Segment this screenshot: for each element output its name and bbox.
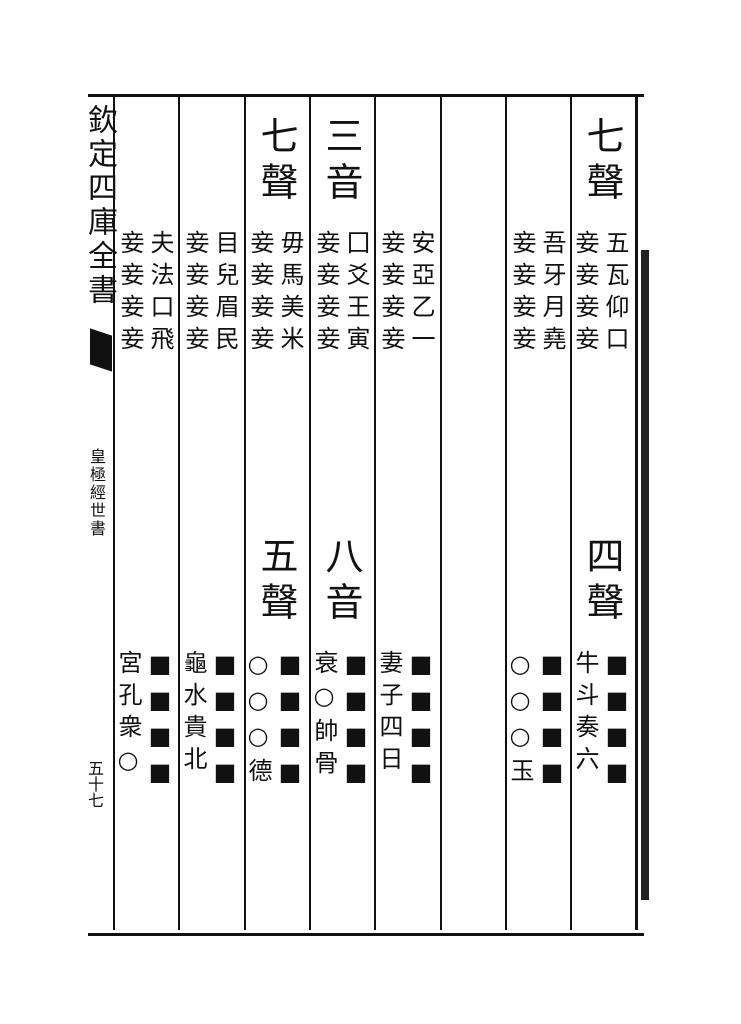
top-col6-heading: 七聲	[254, 116, 298, 208]
top-col2-row2: 妾妾妾妾	[508, 230, 536, 358]
column-rule	[570, 96, 572, 930]
margin-page-number: 五十七	[85, 760, 104, 808]
bottom-col2-row2: ○○○玉	[506, 650, 534, 790]
column-rule	[244, 96, 246, 930]
top-col6-row2: 妾妾妾妾	[246, 230, 274, 358]
column-rule	[309, 96, 311, 930]
bottom-col7-row1: ■■■■	[211, 650, 239, 794]
top-col1-heading: 七聲	[580, 116, 624, 208]
top-col4-row2: 妾妾妾妾	[377, 230, 405, 358]
bottom-col8-row2: 宮孔衆○	[114, 650, 142, 782]
top-col5-row1: 囗爻王寅	[342, 230, 370, 358]
bottom-col1-heading: 四聲	[580, 536, 624, 628]
column-rule	[505, 96, 507, 930]
top-col7-row2: 妾妾妾妾	[181, 230, 209, 358]
column-rule	[440, 96, 442, 930]
margin-mark	[90, 328, 112, 372]
top-col5-heading: 三音	[319, 116, 363, 208]
bottom-col6-row2: ○○○德	[244, 650, 272, 790]
top-col1-row1: 五瓦仰口	[601, 230, 629, 358]
bottom-col2-row1: ■■■■	[538, 650, 566, 794]
top-col4-row1: 安亞乙一	[407, 230, 435, 358]
column-rule	[635, 96, 638, 930]
top-col1-row2: 妾妾妾妾	[571, 230, 599, 358]
edge-shadow	[641, 250, 649, 900]
bottom-col5-row2: 衰○帥骨	[310, 650, 338, 782]
bottom-col6-row1: ■■■■	[276, 650, 304, 794]
top-col6-row1: 毋馬美米	[276, 230, 304, 358]
margin-book-title: 皇極經世書	[87, 448, 106, 538]
bottom-col6-heading: 五聲	[254, 536, 298, 628]
bottom-col7-row2: 龜水貴北	[179, 650, 207, 778]
margin-title: 欽定四庫全書	[82, 104, 117, 308]
column-rule	[178, 96, 180, 930]
top-col8-row2: 妾妾妾妾	[116, 230, 144, 358]
bottom-col4-row2: 妻子四日	[375, 650, 403, 778]
column-rule	[374, 96, 376, 930]
bottom-col1-row1: ■■■■	[603, 650, 631, 794]
top-col2-row1: 吾牙月堯	[538, 230, 566, 358]
bottom-col8-row1: ■■■■	[146, 650, 174, 794]
bottom-col5-row1: ■■■■	[342, 650, 370, 794]
top-col7-row1: 目兒眉民	[211, 230, 239, 358]
top-col8-row1: 夫法口飛	[146, 230, 174, 358]
page-frame	[88, 94, 644, 936]
bottom-col1-row2: 牛斗奏六	[571, 650, 599, 778]
top-col5-row2: 妾妾妾妾	[312, 230, 340, 358]
column-rule	[113, 96, 115, 930]
bottom-col5-heading: 八音	[319, 536, 363, 628]
bottom-col4-row1: ■■■■	[407, 650, 435, 794]
